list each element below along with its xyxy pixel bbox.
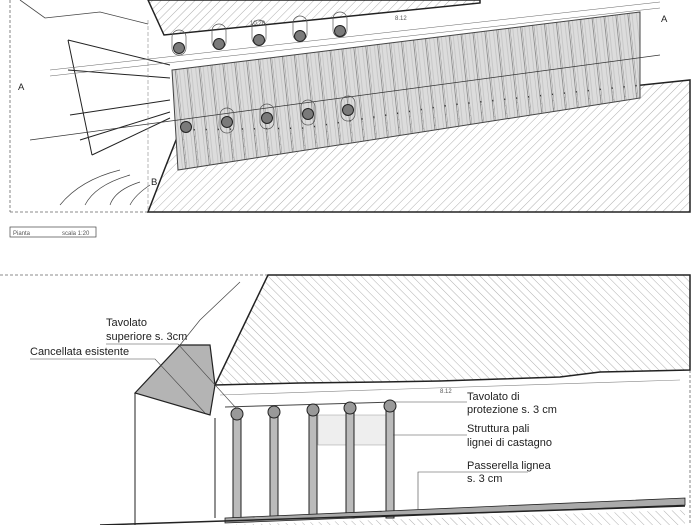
label-cancellata: Cancellata esistente [30, 346, 206, 414]
label-tavolato-protezione: Tavolato di protezione s. 3 cm [395, 391, 557, 416]
dimension-label: 10.28 [250, 21, 266, 27]
plan-view: 10.28 8.12 A A B Pianta scala 1:20 [9, 0, 691, 238]
dimension-line [219, 379, 681, 396]
dimension-label: 8.12 [395, 16, 407, 22]
floor-line [99, 505, 686, 525]
label-line: Struttura pali [467, 423, 529, 435]
label-line: s. 3 cm [467, 473, 502, 485]
wedge-structure [67, 39, 171, 156]
dimension-line [49, 1, 661, 71]
plan-scale: scala 1:20 [62, 231, 90, 237]
label-line: superiore s. 3cm [106, 331, 187, 343]
label-passerella: Passerella lignea s. 3 cm [417, 460, 552, 510]
existing-gate [133, 344, 216, 416]
rock-edge [179, 281, 241, 346]
section-marker-a-left: A [18, 82, 25, 93]
section-line-a [29, 54, 661, 141]
label-line: Cancellata esistente [30, 346, 129, 358]
rock-top [147, 0, 481, 36]
label-struttura: Struttura pali lignei di castagno [393, 423, 552, 449]
section-marker-b: B [151, 177, 157, 188]
section-dimension: 8.12 [440, 389, 452, 395]
piles-top [171, 11, 348, 56]
rock-ceiling [213, 274, 691, 386]
label-line: Tavolato [106, 317, 147, 329]
label-tavolato-superiore: Tavolato superiore s. 3cm [106, 317, 237, 409]
terrain-contours [59, 169, 151, 206]
dimension-line [49, 7, 661, 77]
terrain-line [19, 0, 149, 25]
label-line: protezione s. 3 cm [467, 404, 557, 416]
walkway-planks [171, 11, 641, 171]
label-line: Tavolato di [467, 391, 520, 403]
title-box: Pianta scala 1:20 [9, 226, 97, 238]
floor-hatch [225, 510, 685, 525]
label-line: Passerella lignea [467, 460, 552, 472]
plan-title: Pianta [13, 231, 31, 237]
section-marker-a-right: A [661, 14, 668, 25]
label-line: lignei di castagno [467, 437, 552, 449]
section-view: 8.12 Tavolato superiore s. 3cm Cancellat… [0, 274, 691, 525]
piles-bottom [180, 95, 356, 134]
